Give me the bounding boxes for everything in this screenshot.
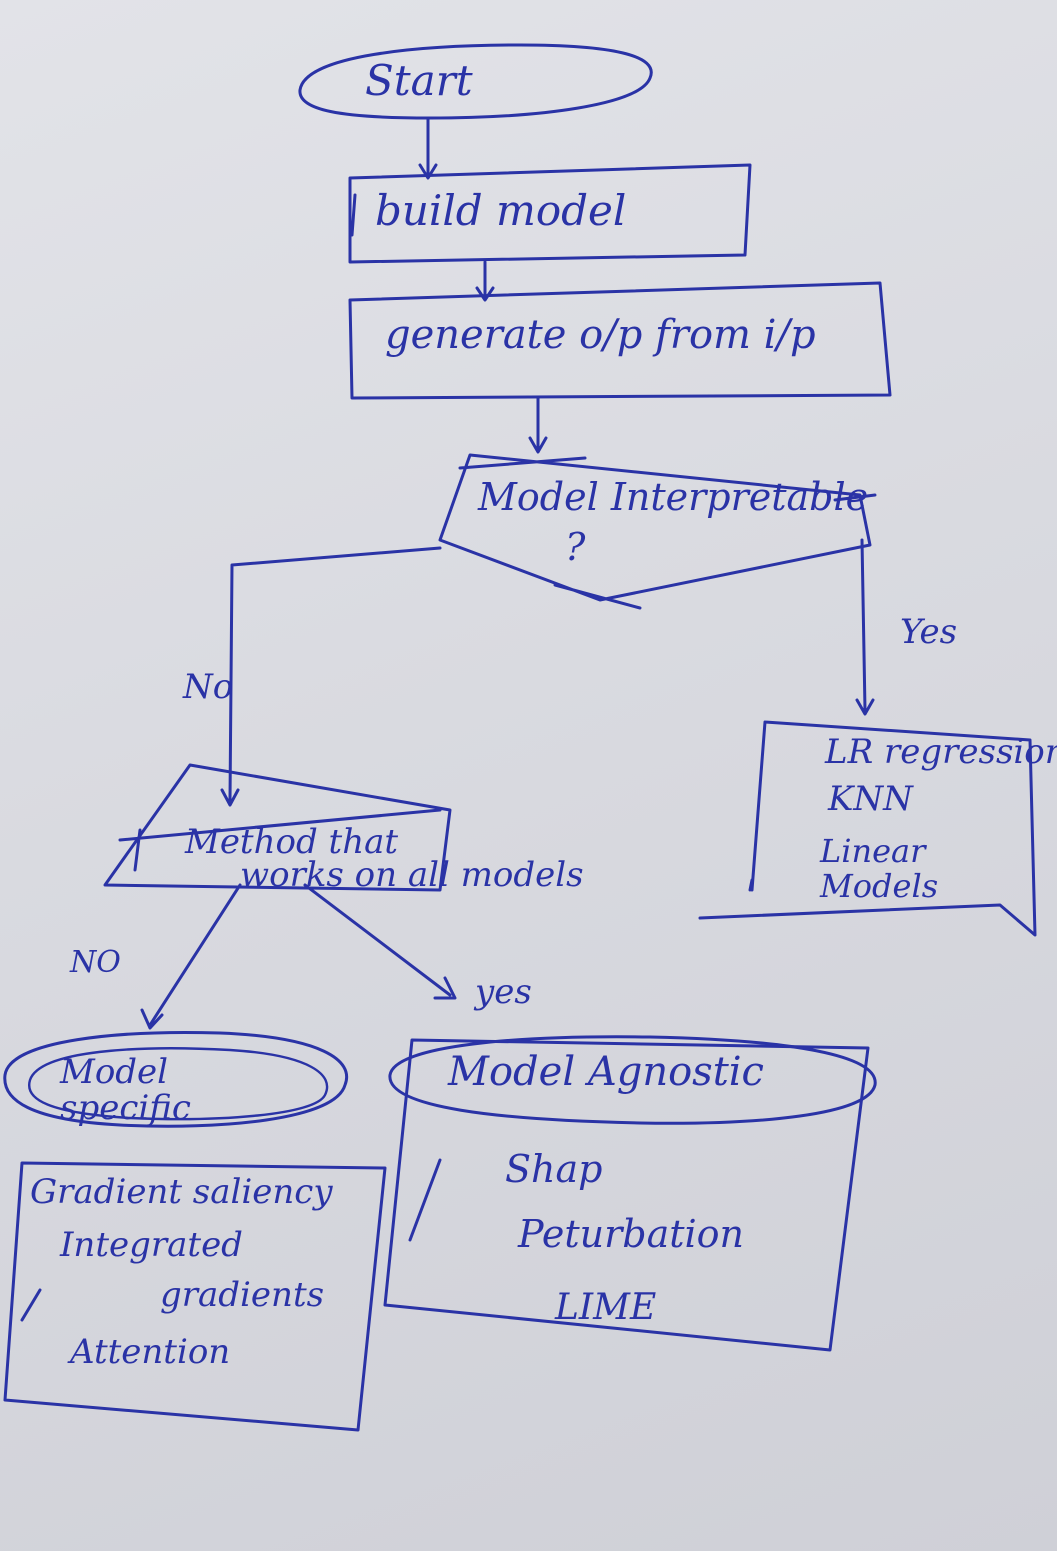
specific-item-1: Gradient saliency bbox=[30, 1172, 333, 1212]
interpretable-item-4: Models bbox=[820, 867, 939, 905]
interpretable-item-1: LR regression bbox=[825, 732, 1057, 772]
model-specific-ellipse-inner bbox=[27, 1047, 329, 1121]
model-agnostic-ellipse bbox=[388, 1035, 877, 1125]
model-specific-label: Model specific bbox=[60, 1052, 191, 1128]
specific-item-3: gradients bbox=[160, 1275, 325, 1315]
connector-d2-no bbox=[140, 883, 242, 1030]
decision-all-models-label-1: Method that bbox=[185, 822, 399, 862]
edge-label-yes-2: yes bbox=[475, 972, 532, 1012]
decision-all-models-shape bbox=[103, 763, 452, 892]
build-model-box bbox=[348, 163, 752, 264]
model-agnostic-label: Model Agnostic bbox=[448, 1049, 764, 1095]
model-agnostic-box bbox=[383, 1038, 870, 1352]
interpretable-models-box bbox=[698, 720, 1037, 937]
generate-label: generate o/p from i/p bbox=[385, 312, 816, 358]
start-label: Start bbox=[365, 56, 473, 105]
decision-interpretable-shape bbox=[438, 453, 877, 610]
model-specific-ellipse bbox=[3, 1031, 348, 1128]
connector-d1-yes bbox=[855, 538, 875, 716]
interpretable-item-2: KNN bbox=[828, 779, 913, 819]
decision-all-models-label-2: works on all models bbox=[240, 855, 584, 895]
decision-interpretable-question: ? bbox=[565, 525, 586, 569]
build-model-label: build model bbox=[375, 186, 627, 235]
edge-label-yes: Yes bbox=[900, 612, 958, 652]
specific-item-2: Integrated bbox=[60, 1225, 243, 1265]
edge-label-no: No bbox=[183, 667, 234, 707]
connector-d2-yes bbox=[303, 883, 457, 1000]
agnostic-item-3: LIME bbox=[555, 1287, 657, 1328]
connector-start-build bbox=[418, 116, 438, 180]
decision-interpretable-label: Model Interpretable bbox=[478, 475, 869, 519]
interpretable-item-3: Linear bbox=[820, 832, 926, 870]
start-ellipse bbox=[298, 43, 653, 120]
specific-item-4: Attention bbox=[70, 1332, 231, 1372]
connector-d1-no bbox=[220, 546, 442, 807]
edge-label-no-2: NO bbox=[70, 945, 121, 980]
agnostic-item-1: Shap bbox=[505, 1147, 603, 1191]
connector-generate-decision bbox=[528, 396, 548, 454]
model-specific-list-box bbox=[3, 1161, 387, 1432]
agnostic-item-2: Peturbation bbox=[518, 1212, 745, 1256]
connector-build-generate bbox=[475, 260, 495, 302]
generate-box bbox=[348, 281, 892, 400]
